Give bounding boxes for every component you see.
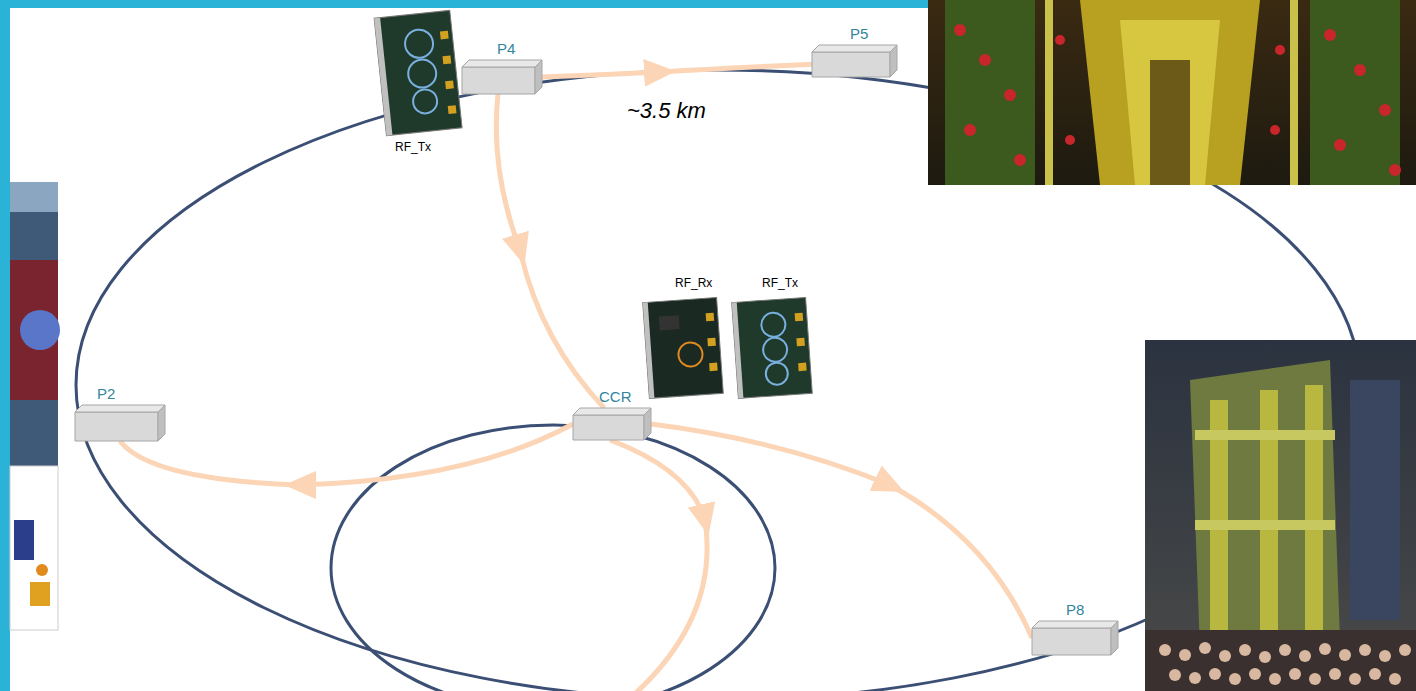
point-box: P4 <box>462 60 542 94</box>
box-shape <box>462 60 542 94</box>
signal-link <box>496 94 604 408</box>
point-label: P4 <box>497 40 515 58</box>
point-label: P8 <box>1066 601 1084 619</box>
signal-link <box>542 64 812 77</box>
sps-ring <box>331 425 775 691</box>
alice-photo <box>10 182 60 630</box>
point-box: P2 <box>75 405 165 441</box>
signal-link <box>651 424 1032 638</box>
injection-line <box>610 440 707 691</box>
board-label: RF_Tx <box>762 276 798 290</box>
box-shape <box>573 408 651 440</box>
box-shape <box>812 45 897 77</box>
cms-photo <box>928 0 1416 185</box>
point-box: P5 <box>812 45 897 77</box>
box-shape <box>1032 621 1118 655</box>
rf-rx-board <box>643 297 724 398</box>
distance-label: ~3.5 km <box>624 98 709 124</box>
lhcb-photo <box>1145 340 1416 691</box>
point-box: P8 <box>1032 621 1118 655</box>
point-label: CCR <box>599 388 632 406</box>
rf-tx-board <box>374 10 462 135</box>
side-bar <box>0 0 10 691</box>
board-label: RF_Rx <box>675 276 712 290</box>
point-box: CCR <box>573 408 651 440</box>
signal-link <box>120 424 573 485</box>
board-label: RF_Tx <box>395 140 431 154</box>
point-label: P5 <box>850 25 868 43</box>
box-shape <box>75 405 165 441</box>
rf-tx-board <box>732 297 813 398</box>
point-label: P2 <box>97 385 115 403</box>
